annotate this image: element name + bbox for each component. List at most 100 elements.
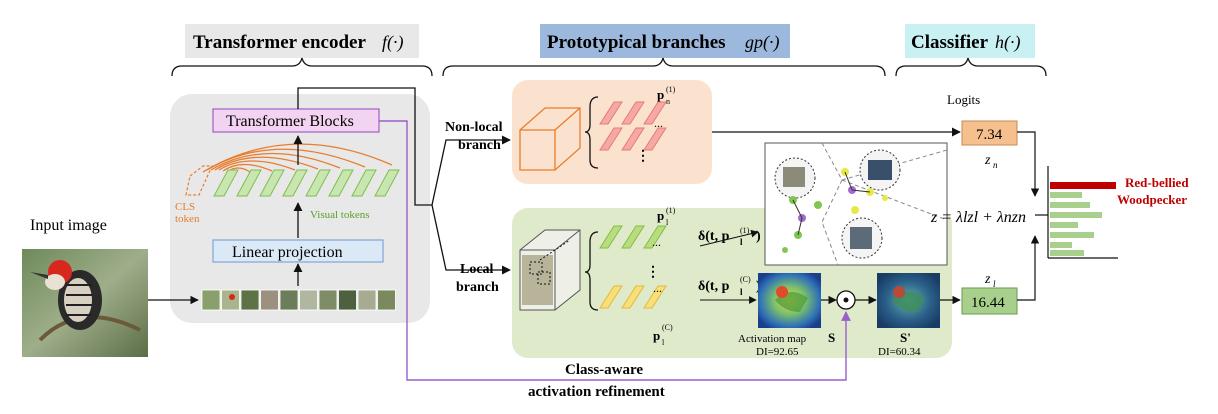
prototype-bar: [599, 101, 623, 125]
prototype-bar: [599, 225, 623, 249]
input-image-label: Input image: [30, 217, 107, 234]
svg-text:): ): [756, 229, 761, 244]
prototype-space-panel: [764, 142, 948, 266]
classifier-header: Classifier h(·): [905, 24, 1035, 58]
local-feature-cube: [519, 229, 581, 311]
prototype-bar: [621, 101, 645, 125]
svg-text:l: l: [993, 279, 996, 289]
transformer-blocks-label: Transformer Blocks: [226, 113, 354, 130]
proto-fn: gp(·): [745, 32, 780, 53]
refine-label-2: activation refinement: [528, 384, 665, 400]
visual-token: [282, 169, 308, 197]
refine-label-1: Class-aware: [565, 362, 643, 378]
linear-projection-label: Linear projection: [232, 244, 343, 261]
s-label: S: [828, 330, 835, 345]
svg-text:⋮: ⋮: [646, 265, 660, 280]
svg-text:(1): (1): [740, 226, 750, 235]
visual-token: [374, 169, 400, 197]
svg-text:...: ...: [654, 116, 663, 130]
nonlocal-label-2: branch: [458, 138, 501, 153]
svg-text:(1): (1): [666, 206, 676, 215]
svg-text:n: n: [993, 160, 998, 170]
classifier-fn: h(·): [995, 32, 1021, 53]
prototype-bar: [643, 101, 667, 125]
image-patch: [299, 289, 318, 311]
image-patch: [260, 289, 279, 311]
delta-c: δ(t, p: [698, 279, 730, 294]
visual-token: [351, 169, 377, 197]
visual-tokens-group: [213, 169, 400, 197]
prototype-bar: [621, 127, 645, 151]
pl1-label: p: [657, 208, 664, 223]
image-patch: [240, 289, 260, 311]
prototype-bar: [643, 285, 667, 309]
s-prime-label: S': [900, 330, 911, 345]
refinement-path: [379, 120, 851, 381]
zl-value: 16.44: [971, 295, 1005, 311]
prototype-bar: [643, 127, 667, 151]
image-patch: [201, 289, 221, 311]
svg-text:l: l: [662, 338, 665, 347]
logits-label: Logits: [947, 92, 980, 107]
local-label-2: branch: [456, 280, 499, 295]
zl-box: [961, 287, 1018, 315]
activation-map-label: Activation map: [738, 333, 807, 345]
input-image: [22, 249, 148, 357]
visual-token: [259, 169, 285, 197]
visual-tokens-label: Visual tokens: [310, 209, 370, 221]
svg-text:...: ...: [653, 281, 662, 295]
image-patches: [201, 289, 396, 311]
visual-token: [328, 169, 354, 197]
encoder-title: Transformer encoder: [193, 32, 366, 53]
delta-1: δ(t, p: [698, 229, 730, 244]
prototype-bar: [643, 225, 667, 249]
svg-text:l: l: [666, 218, 669, 227]
prototype-bar: [599, 285, 623, 309]
prediction-histogram: [1035, 166, 1118, 259]
section-braces: [171, 57, 1047, 77]
proto-header: Prototypical branches gp(·): [540, 24, 790, 58]
svg-text:(1): (1): [666, 85, 676, 94]
local-prototypes: [599, 225, 667, 309]
encoder-fn: f(·): [382, 32, 404, 53]
image-patch: [377, 289, 396, 311]
zl-label: z: [984, 272, 991, 287]
attention-arcs: [202, 143, 393, 173]
local-label-1: Local: [460, 262, 494, 277]
activation-map-s: [758, 273, 821, 328]
classifier-title: Classifier: [911, 32, 989, 53]
nonlocal-label-1: Non-local: [445, 120, 503, 135]
cls-label-1: CLS: [175, 201, 195, 213]
prediction-label-1: Red-bellied: [1125, 175, 1189, 190]
nonlocal-prototypes: [599, 101, 667, 151]
pn1-label: p: [657, 87, 664, 102]
image-patch: [221, 289, 240, 311]
plc-label: p: [653, 328, 660, 343]
svg-text:(C): (C): [740, 275, 751, 284]
proto-title: Prototypical branches: [547, 32, 726, 53]
svg-text:...: ...: [652, 235, 661, 249]
prototype-bar: [621, 285, 645, 309]
visual-token: [236, 169, 262, 197]
activation-map-s-prime: [877, 273, 940, 328]
pn1-sub: n: [666, 97, 670, 106]
prototype-bar: [621, 225, 645, 249]
di-after: DI=60.34: [878, 346, 921, 358]
prototype-bar: [599, 127, 623, 151]
svg-text:⋮: ⋮: [636, 149, 650, 164]
fusion-formula: z = λlzl + λnzn: [930, 209, 1026, 226]
di-before: DI=92.65: [756, 346, 799, 358]
cls-label-2: token: [175, 213, 200, 225]
svg-text:l: l: [740, 287, 743, 297]
linear-projection-box: [212, 239, 384, 263]
encoder-header: Transformer encoder f(·): [185, 24, 419, 58]
image-patch: [279, 289, 299, 311]
svg-text:(C): (C): [662, 323, 673, 332]
zn-value: 7.34: [976, 127, 1003, 143]
cls-token: [185, 165, 213, 196]
visual-token: [305, 169, 331, 197]
image-patch: [338, 289, 357, 311]
zn-box: [961, 120, 1018, 146]
image-patch: [318, 289, 338, 311]
